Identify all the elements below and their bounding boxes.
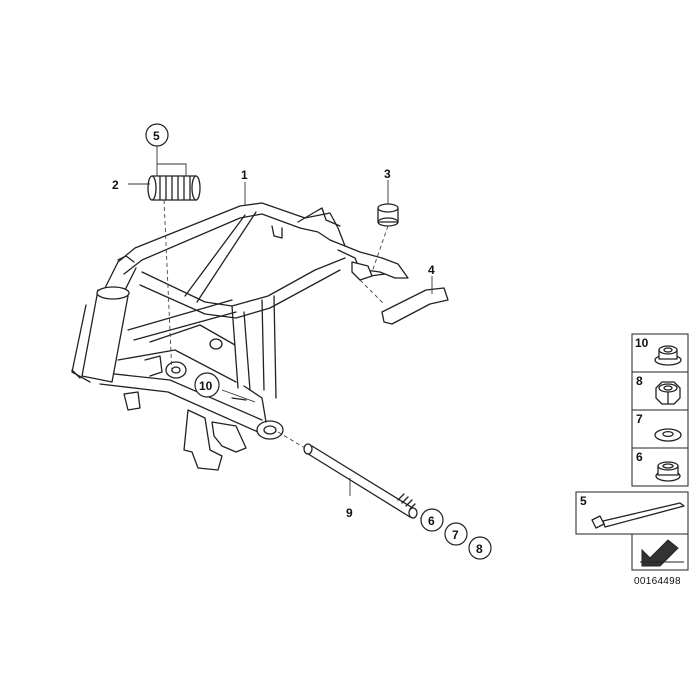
callout-8-label: 8	[476, 542, 483, 556]
panel-item-7-label: 7	[636, 412, 643, 426]
panel-cell-8: 8	[631, 371, 689, 411]
callout-4-label: 4	[428, 263, 435, 277]
panel-item-5-label: 5	[580, 494, 587, 508]
axle-part	[303, 443, 418, 519]
callout-1: 1	[241, 168, 248, 182]
panel-cell-5: 5	[575, 491, 689, 535]
callout-5-label: 5	[153, 129, 160, 143]
hex-nut-icon	[655, 381, 681, 405]
callout-2: 2	[112, 178, 119, 192]
callout-3: 3	[384, 167, 391, 181]
callout-10-frame: 10	[194, 372, 220, 398]
callout-7: 7	[444, 522, 468, 546]
flange-washer-icon	[654, 345, 682, 366]
panel-cell-10: 10	[631, 333, 689, 373]
main-frame	[71, 202, 409, 471]
panel-item-6-label: 6	[636, 450, 643, 464]
cable-tie-icon	[591, 502, 685, 529]
callout-5-circle	[145, 123, 169, 147]
callout-6-circle	[420, 508, 444, 532]
panel-cell-7: 7	[631, 409, 689, 449]
collar-nut-icon	[655, 461, 681, 482]
washer-icon	[654, 428, 682, 442]
parts-panel: 10 8 7	[575, 333, 689, 587]
callout-7-circle	[444, 522, 468, 546]
callout-5-top: 5	[145, 123, 169, 147]
callout-7-label: 7	[452, 528, 459, 542]
callout-3-label: 3	[384, 167, 391, 181]
cover-strip-part	[381, 287, 449, 325]
bellows-part	[147, 175, 201, 201]
panel-item-8-label: 8	[636, 374, 643, 388]
arrow-box	[631, 533, 689, 571]
callout-9: 9	[346, 506, 353, 520]
callout-2-label: 2	[112, 178, 119, 192]
callout-10-circle	[194, 372, 220, 398]
callout-6: 6	[420, 508, 444, 532]
direction-arrow-icon	[640, 539, 684, 567]
bush-part	[377, 203, 399, 227]
callout-9-label: 9	[346, 506, 353, 520]
diagram-number: 00164498	[634, 576, 681, 587]
callout-6-label: 6	[428, 514, 435, 528]
callout-1-label: 1	[241, 168, 248, 182]
callout-8-circle	[468, 536, 492, 560]
callout-4: 4	[428, 263, 435, 277]
panel-cell-6: 6	[631, 447, 689, 487]
callout-10-label: 10	[199, 379, 213, 393]
callout-8: 8	[468, 536, 492, 560]
panel-item-10-label: 10	[635, 336, 649, 350]
